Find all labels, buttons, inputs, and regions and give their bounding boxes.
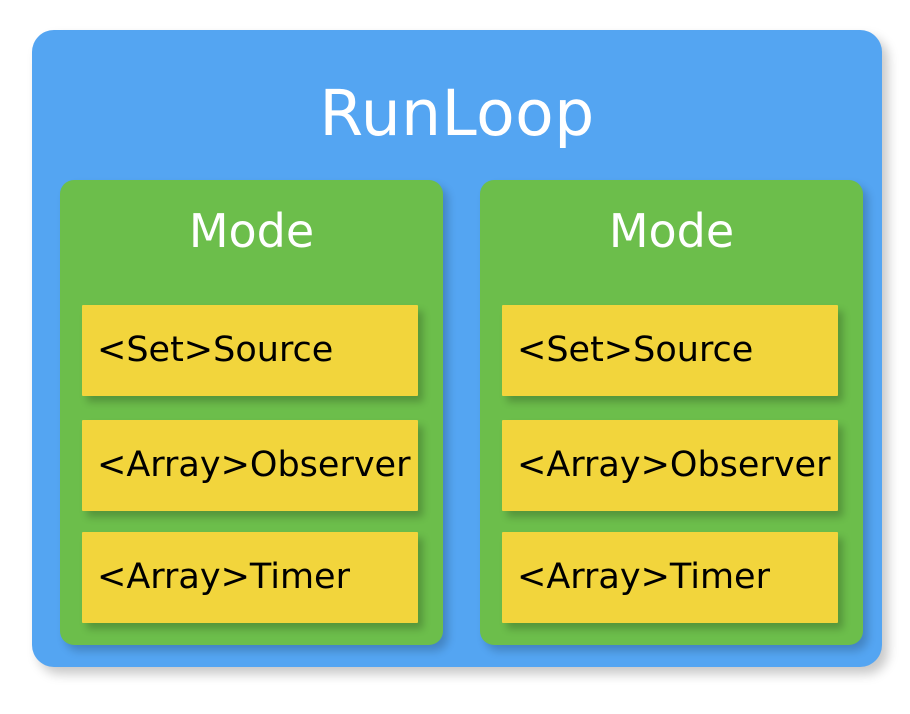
mode-right-item-timer: <Array>Timer	[502, 532, 838, 623]
mode-right-item-timer-label: <Array>Timer	[517, 557, 770, 597]
mode-panel-left-title: Mode	[188, 204, 315, 258]
mode-right-item-source: <Set>Source	[502, 305, 838, 396]
mode-right-item-observer-label: <Array>Observer	[517, 445, 831, 485]
mode-left-item-timer-label: <Array>Timer	[97, 557, 350, 597]
mode-left-item-source-label: <Set>Source	[97, 330, 334, 370]
mode-panel-left: Mode <Set>Source <Array>Observer <Array>…	[60, 180, 443, 645]
mode-right-item-observer: <Array>Observer	[502, 420, 838, 511]
mode-panel-right-title: Mode	[608, 204, 735, 258]
mode-left-item-observer-label: <Array>Observer	[97, 445, 411, 485]
mode-panels-row: Mode <Set>Source <Array>Observer <Array>…	[60, 180, 863, 645]
mode-left-item-source: <Set>Source	[82, 305, 418, 396]
runloop-container: RunLoop Mode <Set>Source <Array>Observer…	[32, 30, 882, 667]
mode-left-item-observer: <Array>Observer	[82, 420, 418, 511]
mode-left-item-timer: <Array>Timer	[82, 532, 418, 623]
runloop-title: RunLoop	[319, 77, 595, 150]
mode-panel-right: Mode <Set>Source <Array>Observer <Array>…	[480, 180, 863, 645]
mode-right-item-source-label: <Set>Source	[517, 330, 754, 370]
